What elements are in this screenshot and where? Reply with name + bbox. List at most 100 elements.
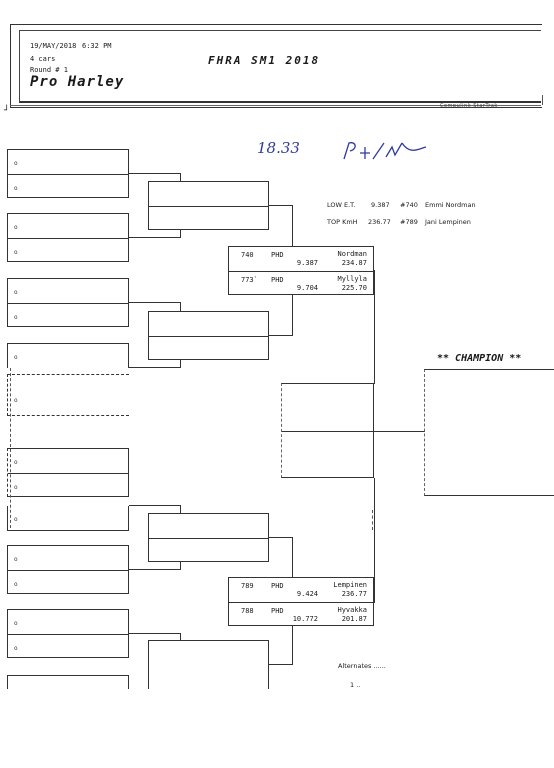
- slot-marker: o: [14, 516, 18, 523]
- slot: [149, 539, 268, 563]
- connector: [129, 237, 181, 238]
- driver-name: Lempinen: [333, 581, 367, 589]
- speed: 236.77: [341, 590, 367, 598]
- round1-pair-1: o o: [7, 149, 129, 198]
- slot: o: [8, 506, 128, 530]
- connector: [374, 602, 375, 603]
- slot-marker: o: [14, 556, 18, 563]
- slot: [149, 182, 268, 207]
- header-time: 6:32 PM: [82, 42, 112, 50]
- class-code: PHD: [271, 582, 284, 590]
- low-et-car: #740: [400, 201, 418, 209]
- result-row: 740 PHD Nordman 9.387 234.87: [229, 247, 373, 271]
- slot-marker: o: [14, 314, 18, 321]
- driver-name: Nordman: [337, 250, 367, 258]
- final-divider: [282, 431, 373, 432]
- round1-pair-8: o o: [7, 545, 129, 594]
- low-et-value: 9.387: [371, 201, 390, 209]
- round1-pair-2: o o: [7, 213, 129, 262]
- connector: [180, 302, 181, 311]
- handwritten-signature: [340, 137, 430, 171]
- event-title: FHRA SM1 2018: [208, 54, 321, 67]
- slot: o: [8, 344, 128, 368]
- elapsed-time: 9.424: [296, 590, 318, 598]
- slot: o: [8, 571, 128, 595]
- connector: [374, 431, 425, 432]
- connector: [374, 478, 375, 603]
- connector: [374, 270, 375, 384]
- low-et-label: LOW E.T.: [327, 201, 356, 209]
- handwritten-number: 18.33: [257, 139, 300, 157]
- round1-pair-7: o: [7, 506, 129, 531]
- driver-name: Hyvakka: [337, 606, 367, 614]
- header-frame-inner: [19, 30, 541, 103]
- top-kmh-car: #789: [400, 218, 418, 226]
- round1-pair-4: o: [7, 343, 129, 368]
- slot-marker: o: [14, 185, 18, 192]
- connector: [292, 626, 293, 665]
- slot-marker: o: [14, 289, 18, 296]
- slot: o: [8, 474, 128, 498]
- car-number: 789: [241, 582, 254, 590]
- connector: [180, 633, 181, 640]
- class-title: Pro Harley: [30, 74, 125, 90]
- slot: o: [8, 449, 128, 474]
- connector: [129, 633, 181, 634]
- top-kmh-name: Jani Lempinen: [425, 218, 471, 226]
- result-row: 788 PHD Hyvakka 10.772 201.87: [229, 602, 373, 627]
- header-rule: [10, 105, 541, 106]
- slot: [149, 514, 268, 539]
- connector: [269, 205, 293, 206]
- header-cars: 4 cars: [30, 55, 56, 63]
- final-pair: [281, 383, 374, 478]
- slot: [149, 312, 268, 337]
- alternates-label: Alternates ......: [338, 662, 386, 670]
- connector: [269, 664, 293, 665]
- champion-box: [424, 369, 554, 496]
- alternate-1: 1 ..: [350, 681, 361, 689]
- connector: [129, 505, 181, 506]
- connector: [129, 569, 181, 570]
- connector: [269, 537, 293, 538]
- connector: [180, 562, 181, 570]
- connector: [129, 302, 181, 303]
- round1-pair-5: o: [7, 374, 129, 416]
- slot: o: [8, 279, 128, 304]
- connector: [292, 294, 293, 336]
- slot: o: [8, 546, 128, 571]
- slot-marker: o: [14, 397, 18, 404]
- speed: 201.87: [341, 615, 367, 623]
- round1-pair-9: o o: [7, 609, 129, 658]
- slot: o: [8, 635, 128, 659]
- slot-marker: o: [14, 249, 18, 256]
- brand-label: Compulink StarTrak: [440, 103, 498, 109]
- round2-pair-2: [148, 311, 269, 360]
- top-kmh-label: TOP KmH: [327, 218, 358, 226]
- car-number: 773`: [241, 276, 258, 284]
- connector: [180, 505, 181, 513]
- dashed-guide: [10, 368, 11, 528]
- slot: o: [8, 610, 128, 635]
- slot: [149, 207, 268, 231]
- header-frame-outer: [10, 24, 542, 108]
- car-number: 788: [241, 607, 254, 615]
- speed: 225.70: [341, 284, 367, 292]
- round2-pair-3: [148, 513, 269, 562]
- slot: o: [8, 150, 128, 175]
- slot-marker: o: [14, 459, 18, 466]
- connector: [269, 335, 293, 336]
- slot-marker: o: [14, 160, 18, 167]
- header-corner-mark: [542, 95, 549, 105]
- connector: [180, 360, 181, 368]
- result-row: 789 PHD Lempinen 9.424 236.77: [229, 578, 373, 602]
- dashed-guide: [372, 510, 373, 530]
- result-row: 773` PHD Myllyla 9.704 225.70: [229, 271, 373, 296]
- slot: o: [8, 214, 128, 239]
- class-code: PHD: [271, 251, 284, 259]
- class-code: PHD: [271, 607, 284, 615]
- elapsed-time: 10.772: [292, 615, 318, 623]
- elapsed-time: 9.387: [296, 259, 318, 267]
- slot: o: [8, 175, 128, 199]
- round2-pair-4: [148, 640, 269, 689]
- header-date: 19/MAY/2018: [30, 42, 77, 50]
